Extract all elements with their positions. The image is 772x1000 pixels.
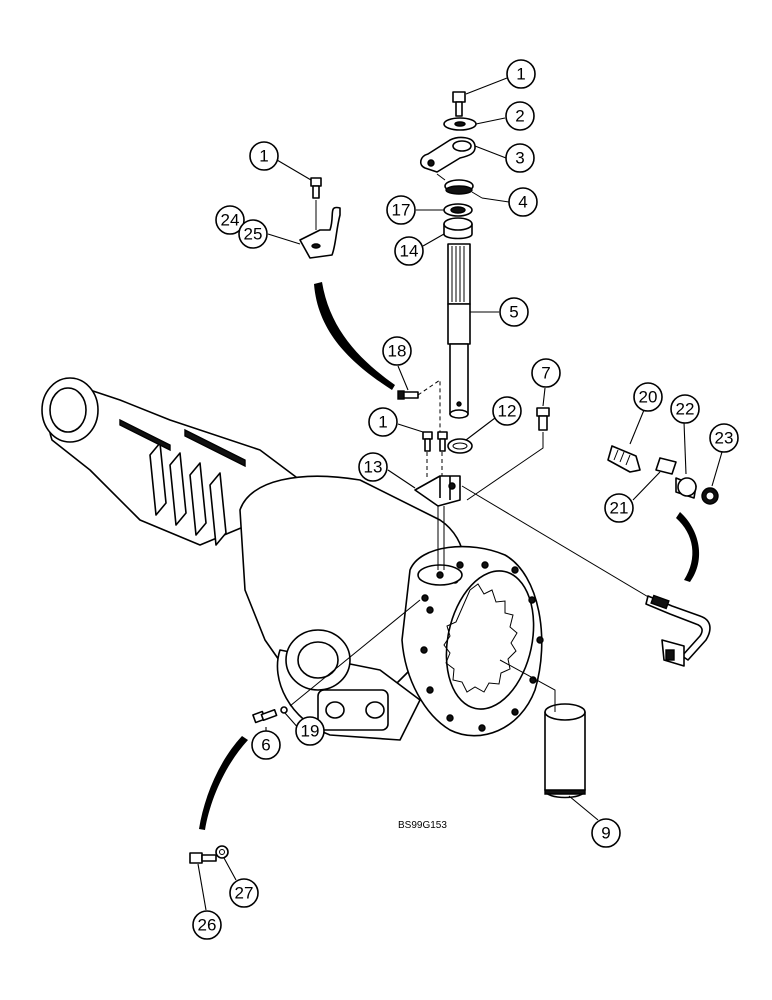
- bolt-pair: [422, 431, 448, 480]
- callout-20: 20: [633, 382, 663, 412]
- callout-24: 24: [215, 205, 245, 235]
- callout-27: 27: [229, 878, 259, 908]
- callout-label: 18: [388, 342, 407, 361]
- callout-18: 18: [382, 336, 412, 366]
- callout-4: 4: [508, 187, 538, 217]
- axle-housing: [41, 377, 544, 741]
- callout-25: 25: [238, 219, 268, 249]
- callout-label: 9: [601, 824, 610, 843]
- grease-fitting: [466, 407, 550, 501]
- pivot-pin: [499, 659, 586, 799]
- callout-label: 13: [364, 458, 383, 477]
- callout-1-pair: 1: [368, 407, 398, 437]
- sensor-cable: [461, 485, 711, 667]
- callout-13: 13: [358, 452, 388, 482]
- callout-label: 20: [639, 388, 658, 407]
- callout-label: 1: [516, 65, 525, 84]
- cooling-fins: [119, 418, 246, 546]
- switch-parts: [607, 445, 719, 505]
- bushing: [443, 217, 473, 240]
- screw: [397, 379, 441, 440]
- callout-label: 27: [235, 884, 254, 903]
- callout-9: 9: [591, 818, 621, 848]
- callout-26: 26: [192, 910, 222, 940]
- callout-3: 3: [505, 143, 535, 173]
- callout-label: 5: [509, 303, 518, 322]
- callout-21: 21: [604, 493, 634, 523]
- bracket: [299, 177, 341, 259]
- callout-1-top: 1: [506, 59, 536, 89]
- callout-label: 12: [498, 402, 517, 421]
- callout-label: 17: [392, 201, 411, 220]
- callout-label: 25: [244, 225, 263, 244]
- callout-14: 14: [394, 236, 424, 266]
- sensor-bracket: [414, 475, 461, 570]
- replacement-bolt: [189, 845, 229, 864]
- bolt-arrow: [199, 736, 248, 830]
- callout-1-bracket: 1: [249, 141, 279, 171]
- callout-6: 6: [251, 730, 281, 760]
- callout-label: 7: [541, 364, 550, 383]
- callout-label: 26: [198, 916, 217, 935]
- callout-22: 22: [670, 394, 700, 424]
- assembly-arrow: [314, 282, 395, 390]
- callout-label: 2: [515, 107, 524, 126]
- callout-5: 5: [499, 297, 529, 327]
- switch-arrow: [676, 512, 700, 582]
- bolt-top: [452, 91, 466, 117]
- housing-bolt: [252, 599, 421, 724]
- flange-bolt-holes: [420, 561, 544, 732]
- torsion-spring: [436, 173, 483, 199]
- callout-label: 3: [515, 149, 524, 168]
- callout-label: 22: [676, 400, 695, 419]
- callout-label: 4: [518, 193, 527, 212]
- callout-label: 1: [378, 413, 387, 432]
- callout-7: 7: [531, 358, 561, 388]
- callout-23: 23: [709, 423, 739, 453]
- callout-label: 24: [221, 211, 240, 230]
- drawing-code: BS99G153: [398, 820, 447, 831]
- callout-17: 17: [386, 195, 416, 225]
- callout-label: 19: [301, 722, 320, 741]
- callout-label: 6: [261, 736, 270, 755]
- callout-19: 19: [295, 716, 325, 746]
- shaft-assembly: [419, 91, 483, 419]
- callout-label: 1: [259, 147, 268, 166]
- callout-label: 21: [610, 499, 629, 518]
- callout-label: 14: [400, 242, 419, 261]
- callout-2: 2: [505, 101, 535, 131]
- callout-12: 12: [492, 396, 522, 426]
- shaft: [447, 243, 471, 419]
- callout-label: 23: [715, 429, 734, 448]
